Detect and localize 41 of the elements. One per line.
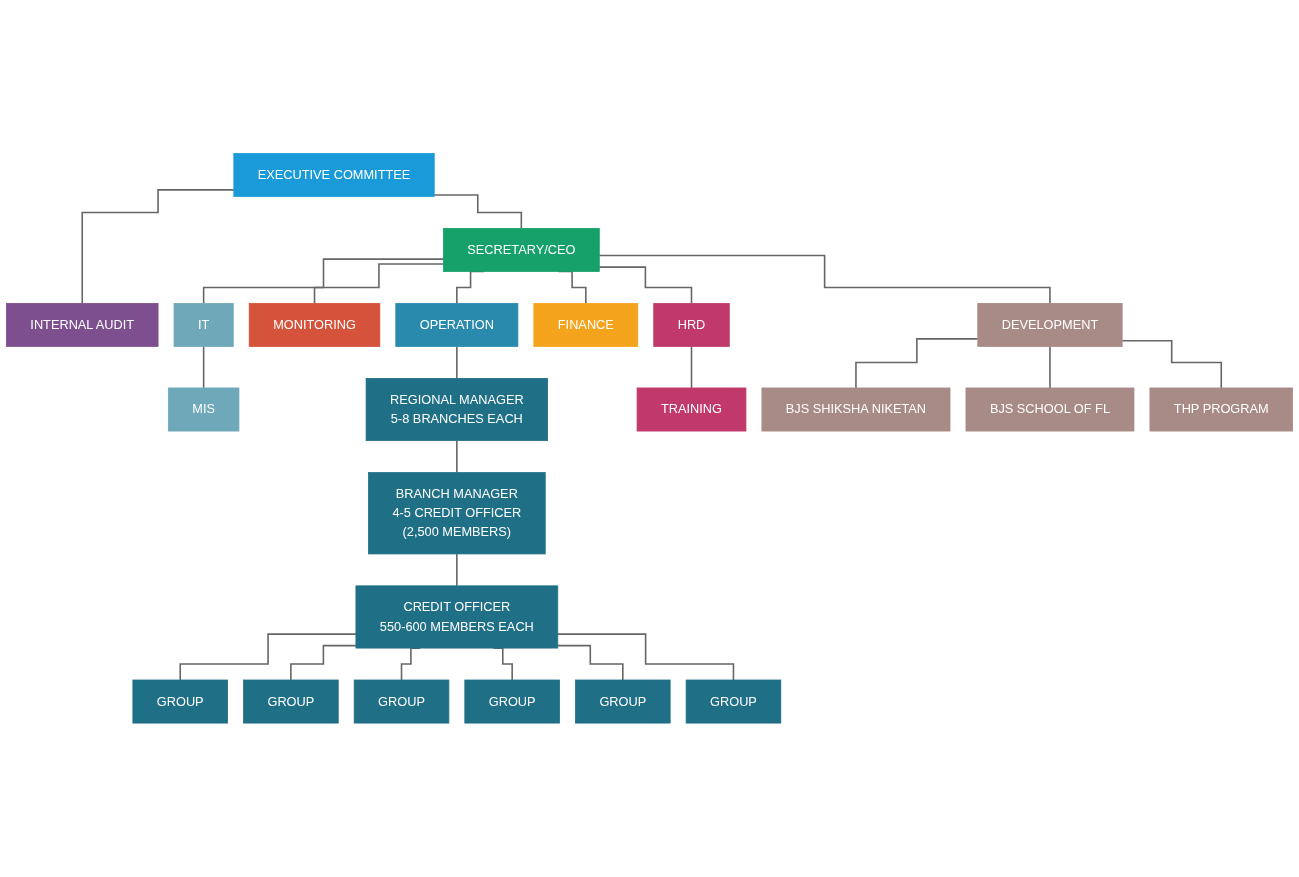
connector	[556, 633, 735, 682]
connector	[202, 345, 205, 390]
node-box: GROUP	[132, 679, 228, 724]
node-box: BRANCH MANAGER 4-5 CREDIT OFFICER (2,500 MEMBERS)	[368, 472, 546, 555]
connector	[456, 553, 458, 587]
connector	[598, 254, 1051, 305]
node-box: EXECUTIVE COMMITTEE	[233, 153, 435, 198]
node-box: FINANCE	[533, 303, 639, 348]
node-box: THP PROGRAM	[1149, 387, 1293, 432]
connector	[855, 338, 979, 390]
node-box: SECRETARY/CEO	[442, 228, 600, 273]
connector	[1049, 345, 1051, 390]
connector	[290, 645, 357, 682]
connector	[313, 263, 445, 305]
node-box: MIS	[167, 387, 240, 432]
connector	[433, 194, 523, 230]
connector	[556, 645, 624, 682]
node-box: GROUP	[575, 679, 671, 724]
node-box: BJS SHIKSHA NIKETAN	[761, 387, 951, 432]
node-box: CREDIT OFFICER 550-600 MEMBERS EACH	[355, 585, 559, 649]
node-box: DEVELOPMENT	[977, 303, 1123, 348]
connector	[456, 345, 458, 380]
node-box: GROUP	[685, 679, 782, 724]
connector	[81, 189, 235, 305]
node-box: GROUP	[464, 679, 560, 724]
connector	[1121, 340, 1223, 390]
node-box: OPERATION	[395, 303, 519, 348]
connector	[690, 345, 693, 390]
node-box: REGIONAL MANAGER 5-8 BRANCHES EACH	[365, 378, 548, 442]
connector	[179, 633, 357, 682]
connector	[598, 266, 693, 305]
node-box: BJS SCHOOL OF FL	[965, 387, 1135, 432]
node-box: MONITORING	[248, 303, 381, 348]
node-box: GROUP	[353, 679, 450, 724]
node-box: INTERNAL AUDIT	[6, 303, 159, 348]
connector	[456, 440, 458, 474]
node-box: HRD	[653, 303, 730, 348]
node-box: IT	[173, 303, 234, 348]
node-box: GROUP	[243, 679, 339, 724]
connector	[202, 258, 445, 305]
node-box: TRAINING	[636, 387, 747, 432]
